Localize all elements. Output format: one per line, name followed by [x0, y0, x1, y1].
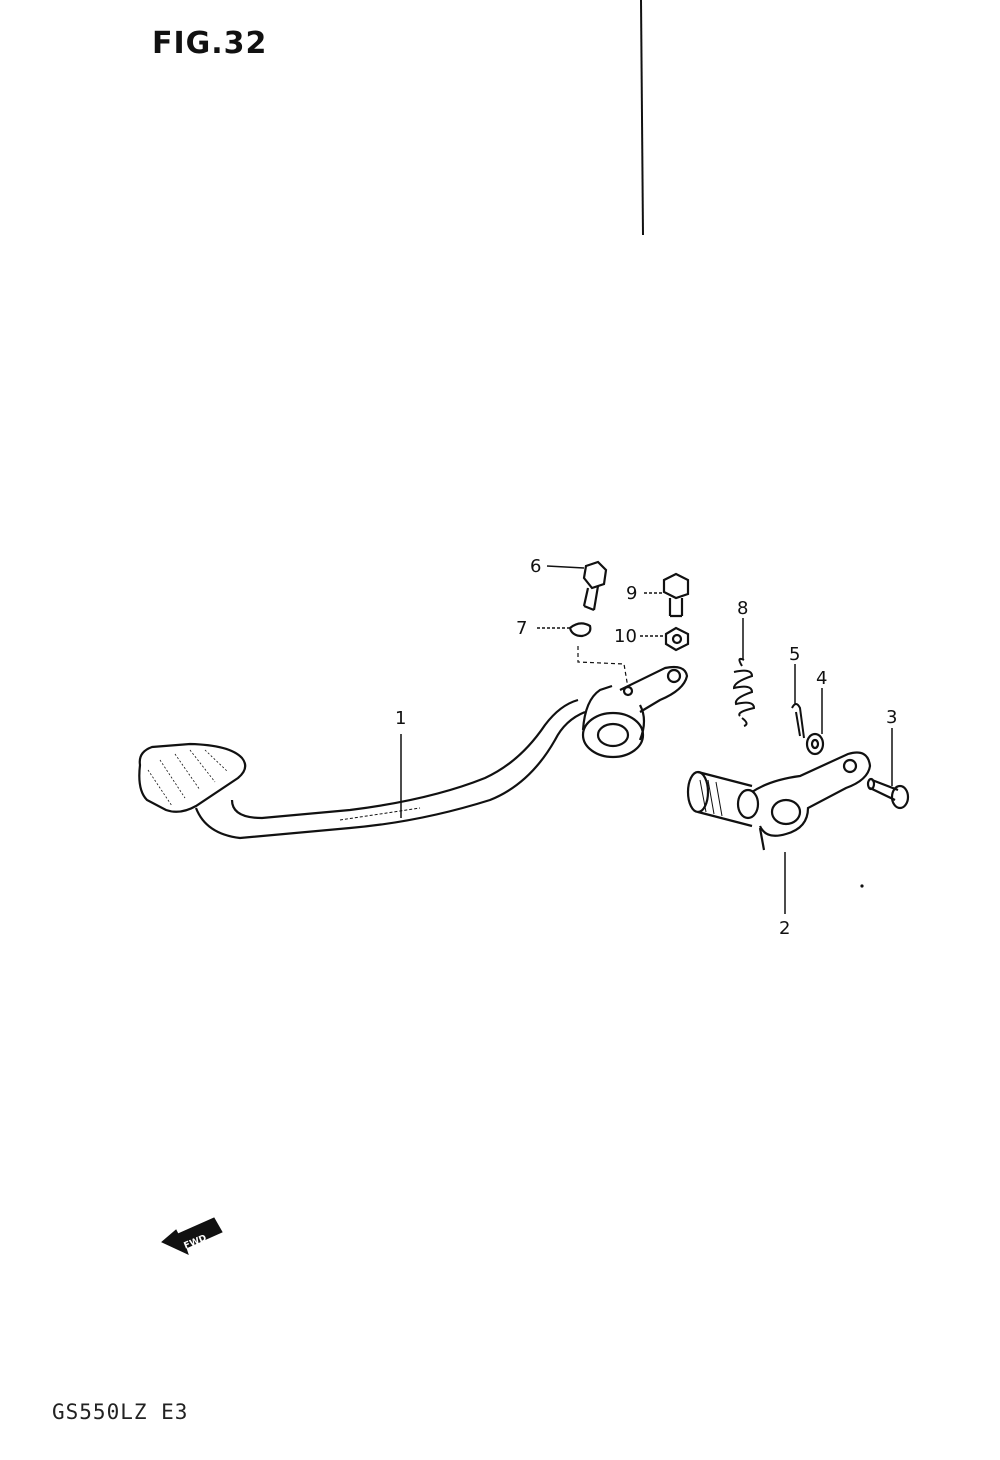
figure-title: FIG.32: [152, 26, 268, 61]
callout-4: 4: [816, 668, 827, 689]
bolt-9-part: [662, 572, 690, 618]
bolt-6-part: [582, 560, 608, 612]
callout-leaders: [400, 565, 893, 914]
pin-part: [866, 777, 910, 810]
callout-5: 5: [789, 644, 800, 665]
spring-part: [732, 657, 756, 727]
callout-1: 1: [395, 708, 406, 729]
washer-4-part: [805, 732, 825, 756]
nut-part: [664, 626, 690, 652]
cotter-pin-part: [791, 703, 805, 739]
assembly-guide-line: [577, 646, 629, 689]
page-divider: [640, 0, 644, 236]
callout-8: 8: [737, 598, 748, 619]
callout-9: 9: [626, 583, 637, 604]
callout-3: 3: [886, 707, 897, 728]
callout-10: 10: [614, 626, 637, 647]
forward-arrow-icon: FWD: [161, 1217, 223, 1255]
callout-6: 6: [530, 556, 541, 577]
brake-pedal-part: [138, 665, 689, 840]
brake-cam-lever-part: [686, 751, 872, 851]
washer-7-part: [568, 622, 592, 638]
callout-7: 7: [516, 618, 527, 639]
model-code: GS550LZ E3: [52, 1400, 189, 1424]
callout-2: 2: [779, 918, 790, 939]
speck: [860, 884, 864, 888]
